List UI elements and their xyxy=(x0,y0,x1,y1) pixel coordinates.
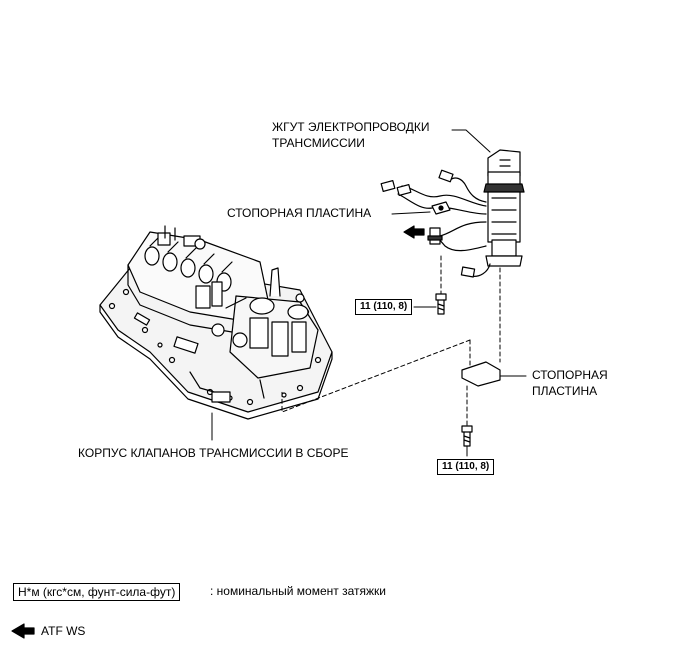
valve-body-illustration xyxy=(99,225,333,420)
valve-body-label: КОРПУС КЛАПАНОВ ТРАНСМИССИИ В СБОРЕ xyxy=(78,446,349,460)
harness-label-line1: ЖГУТ ЭЛЕКТРОПРОВОДКИ xyxy=(272,120,430,134)
torque-spec-upper: 11 (110, 8) xyxy=(355,299,413,315)
leader-lines xyxy=(211,129,527,457)
lock-plate-right-label-line1: СТОПОРНАЯ xyxy=(532,368,608,382)
harness-label-line2: ТРАНСМИССИИ xyxy=(272,136,365,150)
alignment-lines xyxy=(281,255,501,427)
fluid-legend-text: ATF WS xyxy=(41,624,86,638)
lower-bolt-illustration xyxy=(461,425,473,447)
torque-spec-lower: 11 (110, 8) xyxy=(437,459,495,475)
lock-plate-top-label: СТОПОРНАЯ ПЛАСТИНА xyxy=(227,206,372,220)
torque-unit-legend-text: : номинальный момент затяжки xyxy=(210,584,386,598)
legend-arrow-icon xyxy=(11,623,35,639)
upper-bolt-illustration xyxy=(435,293,447,315)
lock-plate-right-label-line2: ПЛАСТИНА xyxy=(532,384,598,398)
torque-unit-legend-box: Н*м (кгс*см, фунт-сила-фут) xyxy=(13,583,181,601)
atf-apply-arrow xyxy=(403,225,425,239)
transmission-wire-harness-illustration xyxy=(380,149,525,278)
lower-lock-plate-illustration xyxy=(461,361,501,387)
